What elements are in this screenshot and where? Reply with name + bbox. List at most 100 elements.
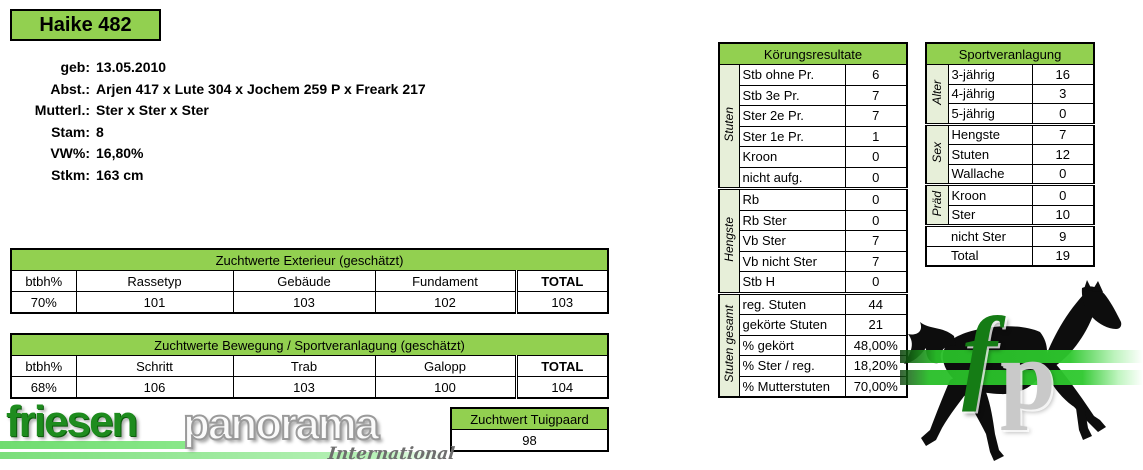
info-value: 16,80% xyxy=(96,145,144,161)
row-value: 10 xyxy=(1031,204,1095,226)
fp-horse-logo: f p xyxy=(900,280,1143,470)
cell-value: 68% xyxy=(10,376,77,399)
row-value: 7 xyxy=(844,250,908,272)
group-label-stuten-gesamt: Stuten gesamt xyxy=(718,291,740,398)
tuigpaard-table: Zuchtwert Tuigpaard 98 xyxy=(450,407,609,452)
table-row: Ster 10 xyxy=(926,204,1095,226)
cell-value: 106 xyxy=(75,376,234,399)
col-header: Galopp xyxy=(374,355,517,377)
exterieur-header-row: btbh% Rassetyp Gebäude Fundament TOTAL xyxy=(10,270,609,292)
table-row: nicht aufg. 0 xyxy=(719,166,908,189)
info-label: geb: xyxy=(60,59,90,75)
row-value: 7 xyxy=(1031,122,1095,145)
sport-table-title: Sportveranlagung xyxy=(925,42,1095,65)
bewegung-value-row: 68% 106 103 100 104 xyxy=(10,376,609,399)
info-label: VW%: xyxy=(50,145,90,161)
table-row: Stb H 0 xyxy=(719,271,908,294)
table-row: % gekört 48,00% xyxy=(719,334,908,356)
group-label-sex: Sex xyxy=(925,122,949,185)
table-row: % Mutterstuten 70,00% xyxy=(719,375,908,398)
table-row: Stuten gesamt reg. Stuten 44 xyxy=(718,291,908,398)
green-bar-bottom xyxy=(900,370,1143,385)
table-row: 4-jährig 3 xyxy=(926,83,1095,104)
info-row-stam: Stam: 8 xyxy=(14,122,426,144)
col-header-total: TOTAL xyxy=(514,355,609,377)
bewegung-table: Zuchtwerte Bewegung / Sportveranlagung (… xyxy=(10,333,610,399)
table-row: % Ster / reg. 18,20% xyxy=(719,355,908,377)
bewegung-table-title: Zuchtwerte Bewegung / Sportveranlagung (… xyxy=(10,333,609,356)
logo-text-international: International xyxy=(326,444,456,464)
logo-text-panorama: panorama xyxy=(182,400,380,449)
logo-text-friesen: friesen xyxy=(6,397,138,446)
row-name: Stuten xyxy=(947,144,1033,165)
row-name: Rb Ster xyxy=(738,209,846,231)
fp-letter-f: f xyxy=(962,295,997,412)
row-value: 0 xyxy=(844,166,908,189)
info-value: Arjen 417 x Lute 304 x Jochem 259 P x Fr… xyxy=(96,80,426,97)
table-row: 5-jährig 0 xyxy=(926,103,1095,125)
row-value: 12 xyxy=(1031,144,1095,165)
group-label-alter: Alter xyxy=(925,64,949,125)
row-value: 70,00% xyxy=(844,375,908,398)
table-row: Total 19 xyxy=(925,245,1095,267)
bewegung-header-row: btbh% Schritt Trab Galopp TOTAL xyxy=(10,355,609,377)
row-name: nicht aufg. xyxy=(738,166,846,189)
row-name: Vb nicht Ster xyxy=(738,250,846,272)
cell-value: 103 xyxy=(232,291,376,314)
row-value: 6 xyxy=(844,64,908,86)
info-row-vw: VW%: 16,80% xyxy=(14,143,426,165)
row-value: 7 xyxy=(844,84,908,106)
row-name: Wallache xyxy=(947,163,1033,185)
row-name: % Ster / reg. xyxy=(738,355,846,377)
table-row: Ster 2e Pr. 7 xyxy=(719,105,908,127)
row-value: 44 xyxy=(844,291,908,315)
table-row: Sex Hengste 7 xyxy=(925,122,1095,185)
row-name: Vb Ster xyxy=(738,230,846,252)
row-value: 0 xyxy=(844,271,908,294)
table-row: Stb 3e Pr. 7 xyxy=(719,84,908,106)
table-row: nicht Ster 9 xyxy=(925,224,1095,247)
row-name: Ster 1e Pr. xyxy=(738,125,846,147)
info-label: Mutterl.: xyxy=(34,102,90,118)
row-value: 0 xyxy=(844,187,908,211)
info-label: Abst.: xyxy=(50,80,90,97)
table-row: Stuten Stb ohne Pr. 6 xyxy=(718,64,908,189)
row-value: 9 xyxy=(1031,224,1095,247)
row-value: 0 xyxy=(844,146,908,168)
row-name: Kroon xyxy=(947,183,1033,206)
cell-value-total: 103 xyxy=(514,291,609,314)
info-value: 8 xyxy=(96,123,104,140)
table-row: Hengste Rb 0 xyxy=(718,187,908,294)
row-value: 0 xyxy=(844,209,908,231)
row-value: 7 xyxy=(844,230,908,252)
row-value: 16 xyxy=(1031,64,1095,85)
row-name: % Mutterstuten xyxy=(738,375,846,398)
green-bar-top xyxy=(900,350,1143,363)
info-value: Ster x Ster x Ster xyxy=(96,102,209,118)
group-label-hengste: Hengste xyxy=(718,187,740,294)
row-name: Stb 3e Pr. xyxy=(738,84,846,106)
info-value: 13.05.2010 xyxy=(96,59,167,75)
koerung-table-title: Körungsresultate xyxy=(718,42,908,65)
koerung-table: Körungsresultate Stuten Stb ohne Pr. 6 S… xyxy=(718,42,909,398)
row-name: % gekört xyxy=(738,334,846,356)
row-value: 48,00% xyxy=(844,334,908,356)
col-header: Trab xyxy=(232,355,376,377)
row-name: reg. Stuten xyxy=(738,291,846,315)
row-name: 4-jährig xyxy=(947,83,1033,104)
row-name: Ster 2e Pr. xyxy=(738,105,846,127)
row-name: Ster xyxy=(947,204,1033,226)
row-value: 0 xyxy=(1031,183,1095,206)
row-name: Rb xyxy=(738,187,846,211)
horse-name-title: Haike 482 xyxy=(10,9,161,41)
table-row: Vb Ster 7 xyxy=(719,230,908,252)
tuigpaard-value: 98 xyxy=(450,429,609,452)
row-value: 7 xyxy=(844,105,908,127)
row-name: Stb ohne Pr. xyxy=(738,64,846,86)
row-value: 19 xyxy=(1031,245,1095,267)
friesenpanorama-logo: friesen panorama International xyxy=(0,400,460,470)
cell-value: 70% xyxy=(10,291,77,314)
info-row-stkm: Stkm: 163 cm xyxy=(14,165,426,187)
cell-value: 102 xyxy=(374,291,517,314)
row-name: Hengste xyxy=(947,122,1033,145)
